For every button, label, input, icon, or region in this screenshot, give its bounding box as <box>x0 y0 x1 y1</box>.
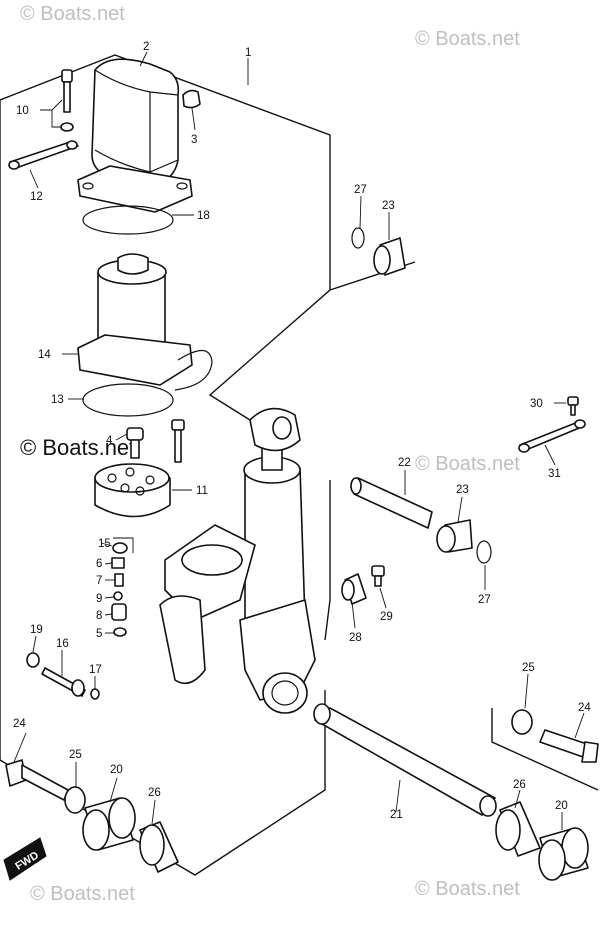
lower-right-group-bracket <box>491 708 599 791</box>
bushing-right <box>436 519 473 553</box>
clip-upper <box>8 140 79 170</box>
valve-body <box>94 463 171 518</box>
washer-lower-left <box>64 786 86 814</box>
clip-bolt <box>567 396 579 416</box>
callout-3: 3 <box>191 134 197 146</box>
grease-nipple <box>371 565 385 587</box>
callout-8: 8 <box>96 610 102 622</box>
callout-11: 11 <box>196 485 208 497</box>
assembly-frame <box>0 54 416 876</box>
clip-right <box>518 419 586 453</box>
grommet <box>182 89 201 109</box>
callout-1: 1 <box>245 47 251 59</box>
callout-26-left: 26 <box>148 787 161 799</box>
upper-pin <box>350 477 433 529</box>
valve-piston <box>111 603 127 621</box>
watermark-top-right: © Boats.net <box>415 28 520 50</box>
callout-24-left: 24 <box>13 718 26 730</box>
cover-bolt <box>60 69 74 132</box>
callout-27-top: 27 <box>354 184 367 196</box>
snap-ring-top <box>351 227 365 249</box>
watermark-top-left: © Boats.net <box>20 3 125 25</box>
callout-19: 19 <box>30 624 43 636</box>
forward-direction-badge: FWD <box>3 837 47 881</box>
callout-30: 30 <box>530 398 543 410</box>
callout-18: 18 <box>197 210 210 222</box>
collar <box>341 573 367 605</box>
callout-24-right: 24 <box>578 702 591 714</box>
callout-labels: 2 1 3 10 12 18 14 13 4 11 15 6 7 9 8 5 1… <box>13 41 591 821</box>
callout-26-right: 26 <box>513 779 526 791</box>
callout-9: 9 <box>96 593 102 605</box>
callout-21: 21 <box>390 809 403 821</box>
bolt-lower-left <box>5 759 69 801</box>
tilt-cylinder <box>159 407 316 714</box>
o-ring-lower <box>82 383 174 417</box>
bushing-lower-left <box>82 797 136 851</box>
callout-17: 17 <box>89 664 102 676</box>
callout-14: 14 <box>38 349 51 361</box>
bushing-top <box>373 237 406 276</box>
watermark-middle-right: © Boats.net <box>415 453 520 475</box>
callout-22: 22 <box>398 457 411 469</box>
callout-23-right: 23 <box>456 484 469 496</box>
callout-20-right: 20 <box>555 800 568 812</box>
callout-13: 13 <box>51 394 64 406</box>
spring <box>111 557 125 569</box>
callout-20-left: 20 <box>110 764 123 776</box>
callout-25-left: 25 <box>69 749 82 761</box>
callout-12: 12 <box>30 191 43 203</box>
bushing-lower-right <box>538 827 589 881</box>
watermark-bottom-right: © Boats.net <box>415 878 520 900</box>
cover-flange <box>77 165 193 213</box>
callout-31: 31 <box>548 468 561 480</box>
o-ring-upper <box>82 205 174 235</box>
watermark-middle-left: © Boats.net <box>20 435 135 460</box>
small-o-ring <box>113 627 127 637</box>
pump-bolt <box>171 419 185 463</box>
manual-release-valve <box>41 667 86 697</box>
snap-ring <box>26 652 40 668</box>
callout-10: 10 <box>16 105 29 117</box>
callout-6: 6 <box>96 558 102 570</box>
leader-lines <box>13 51 585 830</box>
callout-7: 7 <box>96 575 102 587</box>
snap-ring-right <box>476 540 492 564</box>
callout-28: 28 <box>349 632 362 644</box>
watermark-bottom-left: © Boats.net <box>30 883 135 905</box>
valve-seat <box>114 573 124 587</box>
callout-2: 2 <box>143 41 149 53</box>
callout-5: 5 <box>96 628 102 640</box>
callout-27-right: 27 <box>478 594 491 606</box>
callout-4: 4 <box>106 435 113 447</box>
callout-25-right: 25 <box>522 662 535 674</box>
pump-motor <box>77 253 213 391</box>
lower-shaft <box>313 703 497 817</box>
seal-ring <box>112 542 128 554</box>
callout-16: 16 <box>56 638 69 650</box>
check-ball <box>113 591 123 601</box>
collar-lower-right <box>495 801 541 857</box>
collar-lower-left <box>139 821 179 873</box>
valve-o-ring <box>90 688 100 700</box>
callout-29: 29 <box>380 611 393 623</box>
bolt-lower-right <box>539 729 599 763</box>
callout-23-top: 23 <box>382 200 395 212</box>
washer-lower-right <box>511 709 533 735</box>
callout-15: 15 <box>98 538 111 550</box>
